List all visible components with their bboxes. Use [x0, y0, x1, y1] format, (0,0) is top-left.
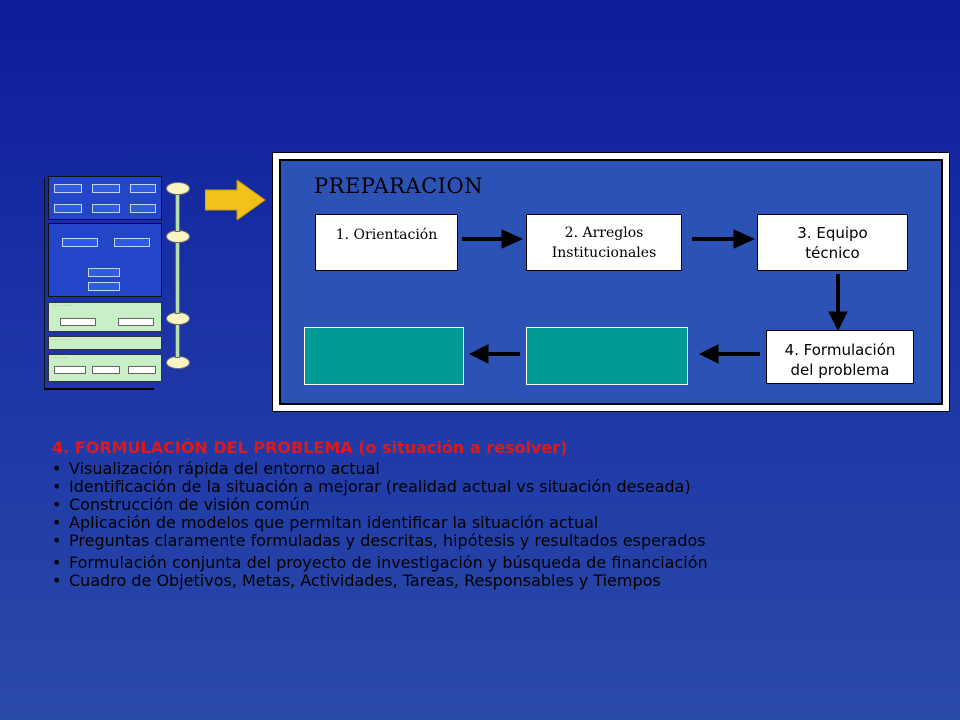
diagram-cell	[60, 318, 96, 326]
step-placeholder-6	[526, 327, 688, 385]
diagram-cell	[130, 204, 156, 213]
bullet-item: Construcción de visión común	[52, 496, 708, 515]
diagram-cell	[118, 318, 154, 326]
diagram-baseline	[44, 388, 154, 390]
diagram-frame	[44, 178, 171, 388]
diagram-connector	[175, 324, 180, 358]
bullet-item: Cuadro de Objetivos, Metas, Actividades,…	[52, 572, 708, 591]
diagram-cell	[130, 184, 156, 193]
diagram-section-preparacion	[48, 176, 162, 220]
process-overview-diagram: · · · · · · · · · · · · · · · · · · · · …	[30, 170, 205, 395]
bullet-list: Visualización rápida del entorno actual …	[52, 460, 708, 591]
step-arreglos-label-line1: 2. Arreglos	[564, 224, 644, 241]
step-arreglos-label-line2: Institucionales	[551, 244, 657, 261]
step-placeholder-5	[304, 327, 464, 385]
diagram-connector	[175, 194, 180, 232]
diagram-cell	[62, 238, 98, 247]
diagram-cell	[54, 366, 86, 374]
bullet-item: Formulación conjunta del proyecto de inv…	[52, 554, 708, 573]
bullet-item: Aplicación de modelos que permitan ident…	[52, 514, 708, 533]
diagram-cell	[54, 184, 82, 193]
diagram-section-green: · · · · · · · ·	[48, 336, 162, 350]
diagram-connector	[175, 242, 180, 314]
step-formulacion: 4. Formulación del problema	[766, 330, 914, 384]
diagram-cell	[114, 238, 150, 247]
diagram-cell	[92, 204, 120, 213]
pointer-arrow-icon	[205, 180, 266, 220]
diagram-section-green: · · · · · · · · ·	[48, 302, 162, 332]
diagram-cell	[88, 282, 120, 291]
step-arreglos: 2. Arreglos Institucionales	[526, 214, 682, 271]
step-orientacion-label: 1. Orientación	[335, 227, 438, 243]
diagram-cell	[92, 184, 120, 193]
section-heading: 4. FORMULACIÓN DEL PROBLEMA (o situación…	[52, 438, 568, 457]
preparacion-title: PREPARACION	[314, 174, 484, 198]
bullet-item: Visualización rápida del entorno actual	[52, 460, 708, 479]
diagram-cell	[92, 366, 120, 374]
step-formulacion-label-line2: del problema	[790, 361, 890, 379]
step-equipo-tecnico: 3. Equipo técnico	[757, 214, 908, 271]
bullet-item: Preguntas claramente formuladas y descri…	[52, 532, 708, 551]
step-orientacion: 1. Orientación	[315, 214, 458, 271]
step-formulacion-label-line1: 4. Formulación	[784, 341, 896, 359]
step-equipo-label-line2: técnico	[805, 243, 860, 262]
diagram-cell	[54, 204, 82, 213]
diagram-cell	[128, 366, 156, 374]
step-equipo-label-line1: 3. Equipo	[797, 223, 868, 242]
bullet-item: Identificación de la situación a mejorar…	[52, 478, 708, 497]
diagram-cell	[88, 268, 120, 277]
